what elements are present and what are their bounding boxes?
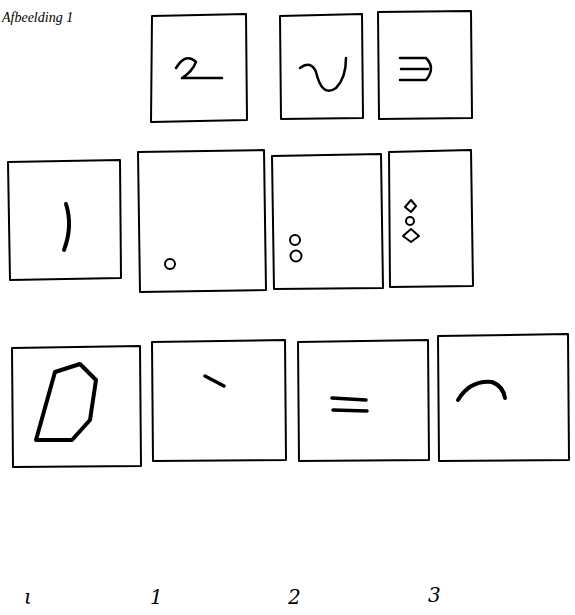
card-frame <box>438 334 569 461</box>
card-symbol <box>332 398 367 411</box>
card-symbol <box>406 217 414 225</box>
card-frame <box>8 160 121 280</box>
card-frame <box>272 154 383 289</box>
card-symbol <box>291 251 302 262</box>
card-frame <box>389 150 473 287</box>
card-symbol <box>300 58 346 91</box>
card-frame <box>151 14 247 122</box>
figure-title: Afbeelding 1 <box>2 10 73 25</box>
card-symbol <box>165 259 175 269</box>
card-symbol <box>290 235 300 245</box>
card-symbol <box>64 204 69 250</box>
card-frame <box>280 14 363 119</box>
card-label: ι <box>24 586 32 608</box>
card-frame <box>152 340 286 461</box>
card-label: 2 <box>288 586 301 608</box>
card-label: 1 <box>150 586 163 608</box>
card-frame <box>138 150 266 292</box>
card-symbol <box>458 382 505 400</box>
card-symbol <box>176 58 222 78</box>
card-symbol <box>205 376 224 386</box>
card-symbol <box>36 364 96 440</box>
card-symbol <box>405 200 416 212</box>
card-frame <box>378 11 472 119</box>
card-label: 3 <box>428 584 441 606</box>
card-symbol <box>403 229 419 242</box>
card-symbol <box>400 58 431 80</box>
card-frame <box>298 340 429 461</box>
card-frame <box>12 346 141 467</box>
